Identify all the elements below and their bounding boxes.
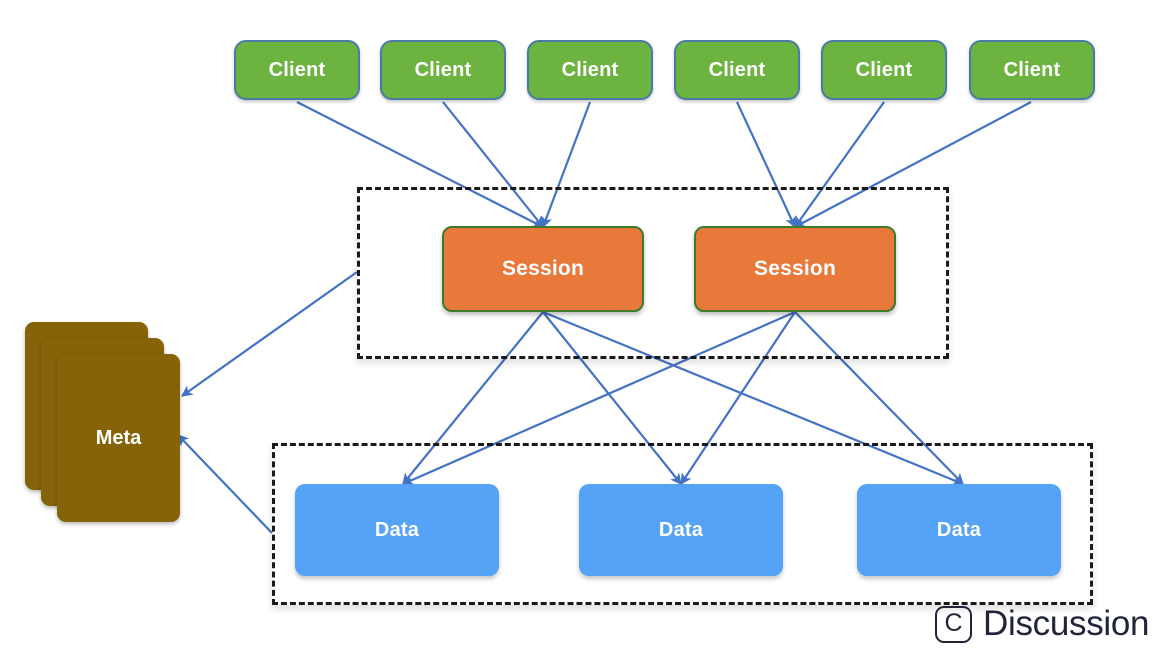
group-box-data <box>272 443 1093 605</box>
group-box-session <box>357 187 949 359</box>
client-node-2-label: Client <box>561 58 619 81</box>
meta-label: Meta <box>95 426 142 449</box>
meta-stack[interactable]: Meta <box>25 322 180 522</box>
client-node-0-label: Client <box>268 58 326 81</box>
discussion-c-icon: C <box>935 605 972 643</box>
session-node-1-label: Session <box>754 257 836 280</box>
data-node-2[interactable]: Data <box>857 484 1061 576</box>
client-node-0[interactable]: Client <box>234 40 360 100</box>
client-node-5-label: Client <box>1003 58 1061 81</box>
brand-label: Discussion <box>983 604 1150 643</box>
data-node-2-label: Data <box>936 518 982 541</box>
client-node-3-label: Client <box>708 58 766 81</box>
edge-data-group-to-meta <box>177 434 273 534</box>
client-node-2[interactable]: Client <box>527 40 653 100</box>
data-node-1-label: Data <box>658 518 704 541</box>
brand-logo: C Discussion <box>935 604 1150 644</box>
client-node-4-label: Client <box>855 58 913 81</box>
data-node-1[interactable]: Data <box>579 484 783 576</box>
meta-card-front <box>57 354 180 522</box>
session-node-1[interactable]: Session <box>694 226 896 312</box>
edge-session-group-to-meta <box>181 271 358 397</box>
client-node-4[interactable]: Client <box>821 40 947 100</box>
session-node-0[interactable]: Session <box>442 226 644 312</box>
client-node-1[interactable]: Client <box>380 40 506 100</box>
session-node-0-label: Session <box>502 257 584 280</box>
client-node-1-label: Client <box>414 58 472 81</box>
client-node-3[interactable]: Client <box>674 40 800 100</box>
data-node-0-label: Data <box>374 518 420 541</box>
client-node-5[interactable]: Client <box>969 40 1095 100</box>
data-node-0[interactable]: Data <box>295 484 499 576</box>
